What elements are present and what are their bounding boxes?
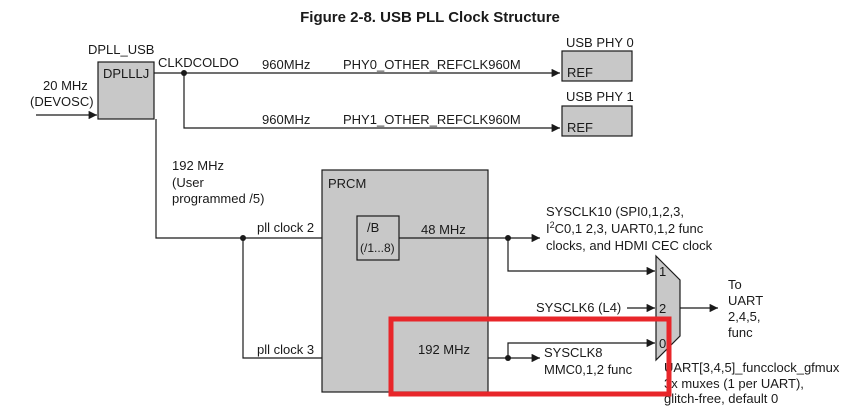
usb-out-freq: 192 MHz (172, 158, 224, 173)
dpll-inner-label: DPLLLJ (103, 66, 149, 81)
sysclk10-sup: 2 (550, 220, 555, 230)
input-source: (DEVOSC) (30, 94, 94, 109)
usb-phy0-block (561, 50, 633, 82)
dpll-name: DPLL_USB (88, 42, 154, 57)
dpll-block (97, 61, 155, 120)
mux-in1-line (507, 238, 655, 276)
prcm-192mhz: 192 MHz (418, 342, 470, 357)
phy0-signal: PHY0_OTHER_REFCLK960M (343, 57, 521, 72)
mux-note-line3: glitch-free, default 0 (664, 391, 778, 406)
uart-mux (655, 254, 681, 362)
phy1-signal: PHY1_OTHER_REFCLK960M (343, 112, 521, 127)
mux-input-0: 0 (659, 336, 666, 351)
usb-phy0-ref: REF (567, 65, 593, 80)
sysclk10-line2: I2C0,1 2,3, UART0,1,2 func (546, 220, 704, 236)
sysclk10-line3: clocks, and HDMI CEC clock (546, 238, 713, 253)
sysclk8-line1: SYSCLK8 (544, 345, 603, 360)
highlight-box (388, 316, 672, 397)
mux-out-line1: To (728, 277, 742, 292)
usb-phy0-title: USB PHY 0 (566, 35, 634, 50)
phy0-freq: 960MHz (262, 57, 310, 72)
usb-phy1-block (561, 105, 633, 137)
figure-title: Figure 2-8. USB PLL Clock Structure (300, 9, 560, 26)
sysclk10-i: I (546, 221, 550, 236)
sysclk6-label: SYSCLK6 (L4) (536, 300, 621, 315)
phy1-freq: 960MHz (262, 112, 310, 127)
mux-input-2: 2 (659, 301, 666, 316)
usb-phy1-title: USB PHY 1 (566, 89, 634, 104)
clkdcoldo-label: CLKDCOLDO (158, 55, 239, 70)
usb-out-note1: (User (172, 175, 204, 190)
mux-out-line4: func (728, 325, 753, 340)
pll-clock2-label: pll clock 2 (257, 220, 314, 235)
sysclk10-rest: C0,1 2,3, UART0,1,2 func (555, 221, 704, 236)
usb-phy1-ref: REF (567, 120, 593, 135)
mux-note-line1: UART[3,4,5]_funcclock_gfmux (664, 360, 840, 375)
mux-out-line3: 2,4,5, (728, 309, 761, 324)
mux-in0-line (507, 338, 655, 358)
divider-out-freq: 48 MHz (421, 222, 466, 237)
mux-out-line2: UART (728, 293, 763, 308)
sysclk8-line2: MMC0,1,2 func (544, 362, 633, 377)
prcm-label: PRCM (328, 176, 366, 191)
sysclk10-line1: SYSCLK10 (SPI0,1,2,3, (546, 204, 684, 219)
divider-range: (/1...8) (360, 241, 395, 255)
mux-input-1: 1 (659, 264, 666, 279)
pll-clock3-label: pll clock 3 (257, 342, 314, 357)
divider-label: /B (367, 220, 379, 235)
input-freq: 20 MHz (43, 78, 88, 93)
prcm-block (321, 169, 489, 393)
mux-note-line2: 3x muxes (1 per UART), (664, 376, 804, 391)
phy1-clock-line (183, 73, 560, 133)
usb-out-note2: programmed /5) (172, 191, 264, 206)
pll-clock2-line (155, 119, 354, 243)
